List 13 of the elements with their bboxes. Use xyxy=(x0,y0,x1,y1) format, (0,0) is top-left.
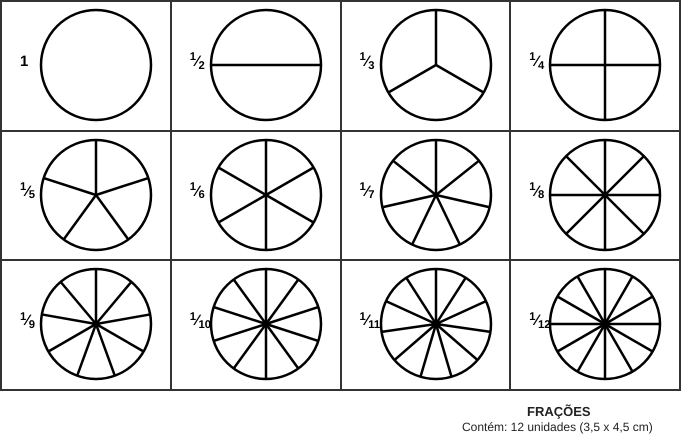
fraction-label: $^{1}$⁄$_{4}$ xyxy=(529,54,544,69)
fraction-label: $^{1}$⁄$_{11}$ xyxy=(360,313,380,328)
fraction-label: $^{1}$⁄$_{10}$ xyxy=(190,313,212,328)
fraction-label: $^{1}$⁄$_{9}$ xyxy=(20,313,36,328)
fraction-label: 1 xyxy=(20,54,28,69)
fraction-label: $^{1}$⁄$_{2}$ xyxy=(190,54,205,69)
fraction-label: $^{1}$⁄$_{7}$ xyxy=(360,184,375,199)
fraction-label: $^{1}$⁄$_{6}$ xyxy=(190,184,205,199)
fraction-label: $^{1}$⁄$_{3}$ xyxy=(360,54,375,69)
title: FRAÇÕES xyxy=(527,405,591,418)
fraction-label: $^{1}$⁄$_{5}$ xyxy=(20,184,36,199)
fraction-label: $^{1}$⁄$_{8}$ xyxy=(529,184,544,199)
caption: Contém: 12 unidades (3,5 x 4,5 cm) xyxy=(462,421,653,433)
